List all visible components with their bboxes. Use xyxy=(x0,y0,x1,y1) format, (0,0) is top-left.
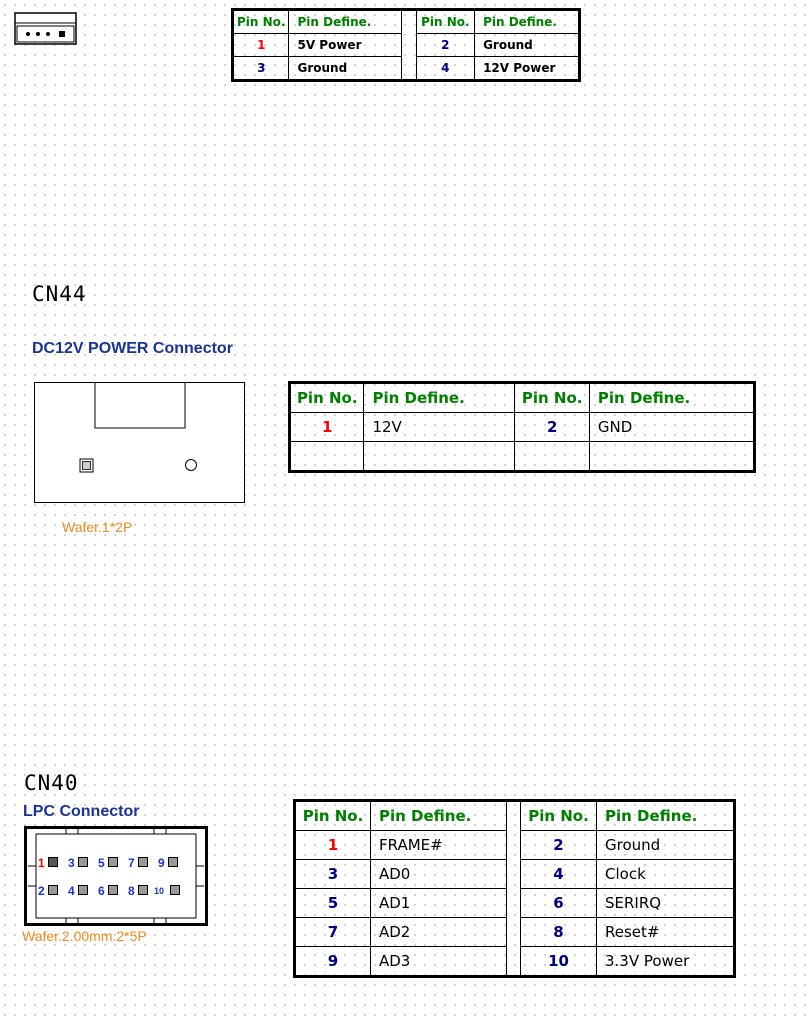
pin-number: 8 xyxy=(520,917,597,947)
header-pin-table: Pin No. Pin Define. Pin No. Pin Define. … xyxy=(231,8,581,82)
pin-define: 12V xyxy=(363,412,516,442)
pin-number xyxy=(288,441,365,472)
pin-number: 3 xyxy=(231,56,290,81)
pin-number: 4 xyxy=(520,859,597,889)
pin-number: 2 xyxy=(415,33,476,57)
header-cell: Pin Define. xyxy=(370,800,507,831)
table-row: 1 5V Power 2 Ground xyxy=(231,33,580,57)
pin-square xyxy=(168,857,178,867)
table-row: 1 FRAME# 2 Ground xyxy=(294,830,735,860)
pin-number: 6 xyxy=(520,888,597,918)
cn40-title: CN40 xyxy=(24,771,79,795)
header-cell: Pin Define. xyxy=(596,800,735,831)
pin-number: 1 xyxy=(231,33,290,57)
pin-define: SERIRQ xyxy=(596,888,735,918)
table-row: 3 Ground 4 12V Power xyxy=(231,56,580,81)
pin-define: Ground xyxy=(288,56,403,81)
pin-label: 5 xyxy=(98,856,105,870)
pin-label: 7 xyxy=(128,856,135,870)
pin-number: 10 xyxy=(520,946,597,977)
pin-define: AD0 xyxy=(370,859,507,889)
table-row: 1 12V 2 GND xyxy=(288,412,756,442)
table-row: 7 AD2 8 Reset# xyxy=(294,917,735,947)
pin-label: 4 xyxy=(68,884,75,898)
pin-number: 2 xyxy=(520,830,597,860)
pin-define: AD3 xyxy=(370,946,507,977)
pin-define: Clock xyxy=(596,859,735,889)
pin-define xyxy=(588,441,756,472)
header-cell: Pin No. xyxy=(231,9,290,34)
pin-number xyxy=(514,441,590,472)
header-cell: Pin No. xyxy=(288,382,365,413)
pin-define: Reset# xyxy=(596,917,735,947)
pin-label: 10 xyxy=(154,886,165,896)
pin-label: 2 xyxy=(38,884,45,898)
header-cell: Pin Define. xyxy=(363,382,516,413)
cn40-connector-outline xyxy=(24,826,208,926)
header-cell: Pin No. xyxy=(520,800,597,831)
table-header-row: Pin No. Pin Define. Pin No. Pin Define. xyxy=(231,9,580,81)
cn44-connector-diagram xyxy=(34,382,245,503)
pin-label: 8 xyxy=(128,884,135,898)
header-connector-icon xyxy=(14,12,77,45)
pin-label: 6 xyxy=(98,884,105,898)
pin-square xyxy=(138,885,148,895)
pin-label: 3 xyxy=(68,856,75,870)
pin-square xyxy=(78,857,88,867)
pin-define: AD1 xyxy=(370,888,507,918)
pin-square xyxy=(78,885,88,895)
cn44-subtitle: DC12V POWER Connector xyxy=(32,340,233,357)
pin-define: Ground xyxy=(596,830,735,860)
header-cell: Pin Define. xyxy=(588,382,756,413)
table-header-row: Pin No. Pin Define. Pin No. Pin Define. xyxy=(288,382,756,413)
table-gap xyxy=(401,9,417,81)
cn44-title: CN44 xyxy=(32,282,87,306)
cn40-subtitle: LPC Connector xyxy=(23,803,140,820)
cn44-pin-table: Pin No. Pin Define. Pin No. Pin Define. … xyxy=(288,381,756,473)
pin-define: AD2 xyxy=(370,917,507,947)
pin-square xyxy=(108,857,118,867)
pin-square xyxy=(138,857,148,867)
pin-number: 9 xyxy=(294,946,371,977)
pin-define: 12V Power xyxy=(474,56,580,81)
pin-define: Ground xyxy=(474,33,580,57)
pin-define: GND xyxy=(588,412,756,442)
cn44-wafer-label: Wafer.1*2P xyxy=(62,519,133,535)
table-gap xyxy=(506,800,521,977)
pin-square xyxy=(48,885,58,895)
pin-square xyxy=(48,857,58,867)
pin-define: FRAME# xyxy=(370,830,507,860)
cn40-wafer-label: Wafer.2.00mm.2*5P xyxy=(22,928,147,944)
pin-label: 1 xyxy=(38,856,45,870)
pin-define: 5V Power xyxy=(288,33,403,57)
table-row: 9 AD3 10 3.3V Power xyxy=(294,946,735,977)
cn40-connector-diagram: 1 3 5 7 9 2 4 6 8 10 xyxy=(24,826,208,926)
pin-define xyxy=(363,441,516,472)
header-cell: Pin No. xyxy=(514,382,590,413)
cn40-pin-table: Pin No. Pin Define. Pin No. Pin Define. … xyxy=(293,799,736,978)
pin-number: 7 xyxy=(294,917,371,947)
pin-square xyxy=(170,885,180,895)
pin-number: 5 xyxy=(294,888,371,918)
pin-square xyxy=(108,885,118,895)
header-cell: Pin Define. xyxy=(474,9,580,34)
table-header-row: Pin No. Pin Define. Pin No. Pin Define. xyxy=(294,800,735,977)
pin-number: 2 xyxy=(514,412,590,442)
pin-number: 1 xyxy=(288,412,365,442)
pin-number: 3 xyxy=(294,859,371,889)
pin-number: 4 xyxy=(415,56,476,81)
header-cell: Pin No. xyxy=(294,800,371,831)
header-cell: Pin No. xyxy=(415,9,476,34)
pin-number: 1 xyxy=(294,830,371,860)
header-cell: Pin Define. xyxy=(288,9,403,34)
pin-label: 9 xyxy=(158,856,165,870)
pin-define: 3.3V Power xyxy=(596,946,735,977)
table-row xyxy=(288,441,756,472)
table-row: 3 AD0 4 Clock xyxy=(294,859,735,889)
